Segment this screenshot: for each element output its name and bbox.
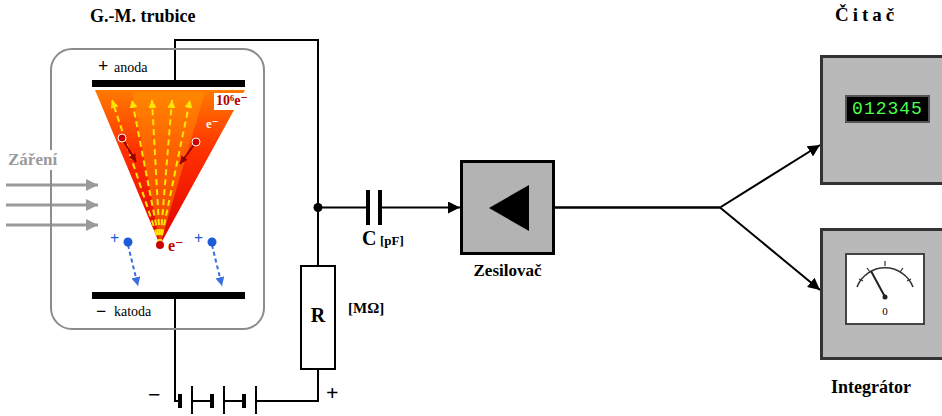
- counter-display: 012345: [845, 95, 930, 123]
- battery-minus: −: [148, 382, 161, 408]
- display-digits: 012345: [847, 99, 928, 121]
- amplifier-box: Zesilovač: [460, 160, 555, 255]
- meter-zero: 0: [847, 305, 923, 318]
- tube-heading: G.-M. trubice: [90, 6, 195, 28]
- secondary-electrons: [118, 134, 200, 249]
- counter-box: Čitač012345: [820, 55, 942, 185]
- capacitor-symbol: [368, 190, 380, 225]
- integrator-heading: Integrátor: [831, 377, 911, 399]
- avalanche-fan: [95, 90, 245, 245]
- cathode-label: katoda: [114, 304, 151, 321]
- ion-sign: +: [110, 229, 119, 248]
- meter-dial: 0: [845, 253, 925, 325]
- anode-plate: [92, 80, 245, 87]
- capacitor-label: C: [362, 226, 376, 250]
- amplifier-label: Zesilovač: [448, 261, 567, 281]
- counter-heading: Čitač: [835, 4, 898, 27]
- electron-label: e⁻: [206, 116, 219, 132]
- gm-tube: G.-M. trubice: [50, 48, 265, 330]
- avalanche-label: 10⁶e⁻: [214, 93, 250, 110]
- battery-symbol: [180, 386, 256, 414]
- junction-dot: [314, 203, 323, 212]
- resistor-symbol: R[MΩ]: [300, 265, 336, 370]
- radiation-label: Záření: [6, 150, 59, 170]
- electron-paths: [112, 100, 190, 245]
- amplifier-triangle: [463, 163, 552, 252]
- resistor-label: R: [302, 303, 334, 327]
- circuit-wires: [175, 48, 318, 401]
- anode-sign: +: [98, 56, 108, 78]
- primary-electron: [156, 241, 164, 249]
- electron-label: e⁻: [168, 236, 184, 255]
- radiation-arrows: [6, 185, 98, 225]
- wire-connector: [318, 208, 460, 266]
- wire-connector: [555, 208, 820, 291]
- battery-plus: +: [326, 380, 339, 406]
- cathode-sign: −: [96, 301, 106, 323]
- wire-connector: [555, 145, 820, 208]
- capacitor-unit: [pF]: [380, 233, 404, 249]
- cathode-plate: [92, 292, 245, 299]
- integrator-box: Integrátor0: [820, 228, 942, 360]
- anode-label: anoda: [114, 60, 147, 77]
- resistor-unit: [MΩ]: [348, 299, 384, 317]
- avalanche-core: [132, 92, 205, 245]
- ion-sign: +: [194, 229, 203, 248]
